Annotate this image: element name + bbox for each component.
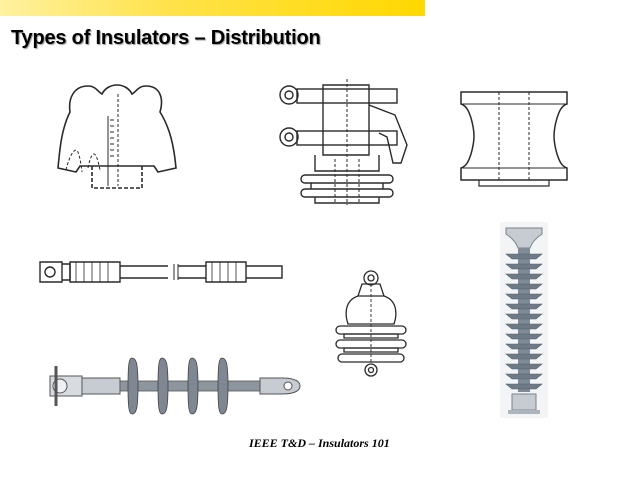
- top-accent-bar: [0, 0, 425, 16]
- polymer-suspension-insulator-photo: [40, 354, 302, 422]
- spool-insulator-drawing: [455, 84, 573, 192]
- post-type-insulator-with-clamp-drawing: [275, 75, 425, 207]
- slide-title: Types of Insulators – Distribution: [11, 27, 321, 49]
- pin-type-insulator-drawing: [52, 76, 182, 194]
- slide-footer: IEEE T&D – Insulators 101: [249, 436, 390, 450]
- silicone-post-insulator-photo: [500, 222, 548, 418]
- suspension-rod-insulator-drawing: [36, 254, 288, 290]
- small-pin-insulator-drawing: [332, 268, 410, 380]
